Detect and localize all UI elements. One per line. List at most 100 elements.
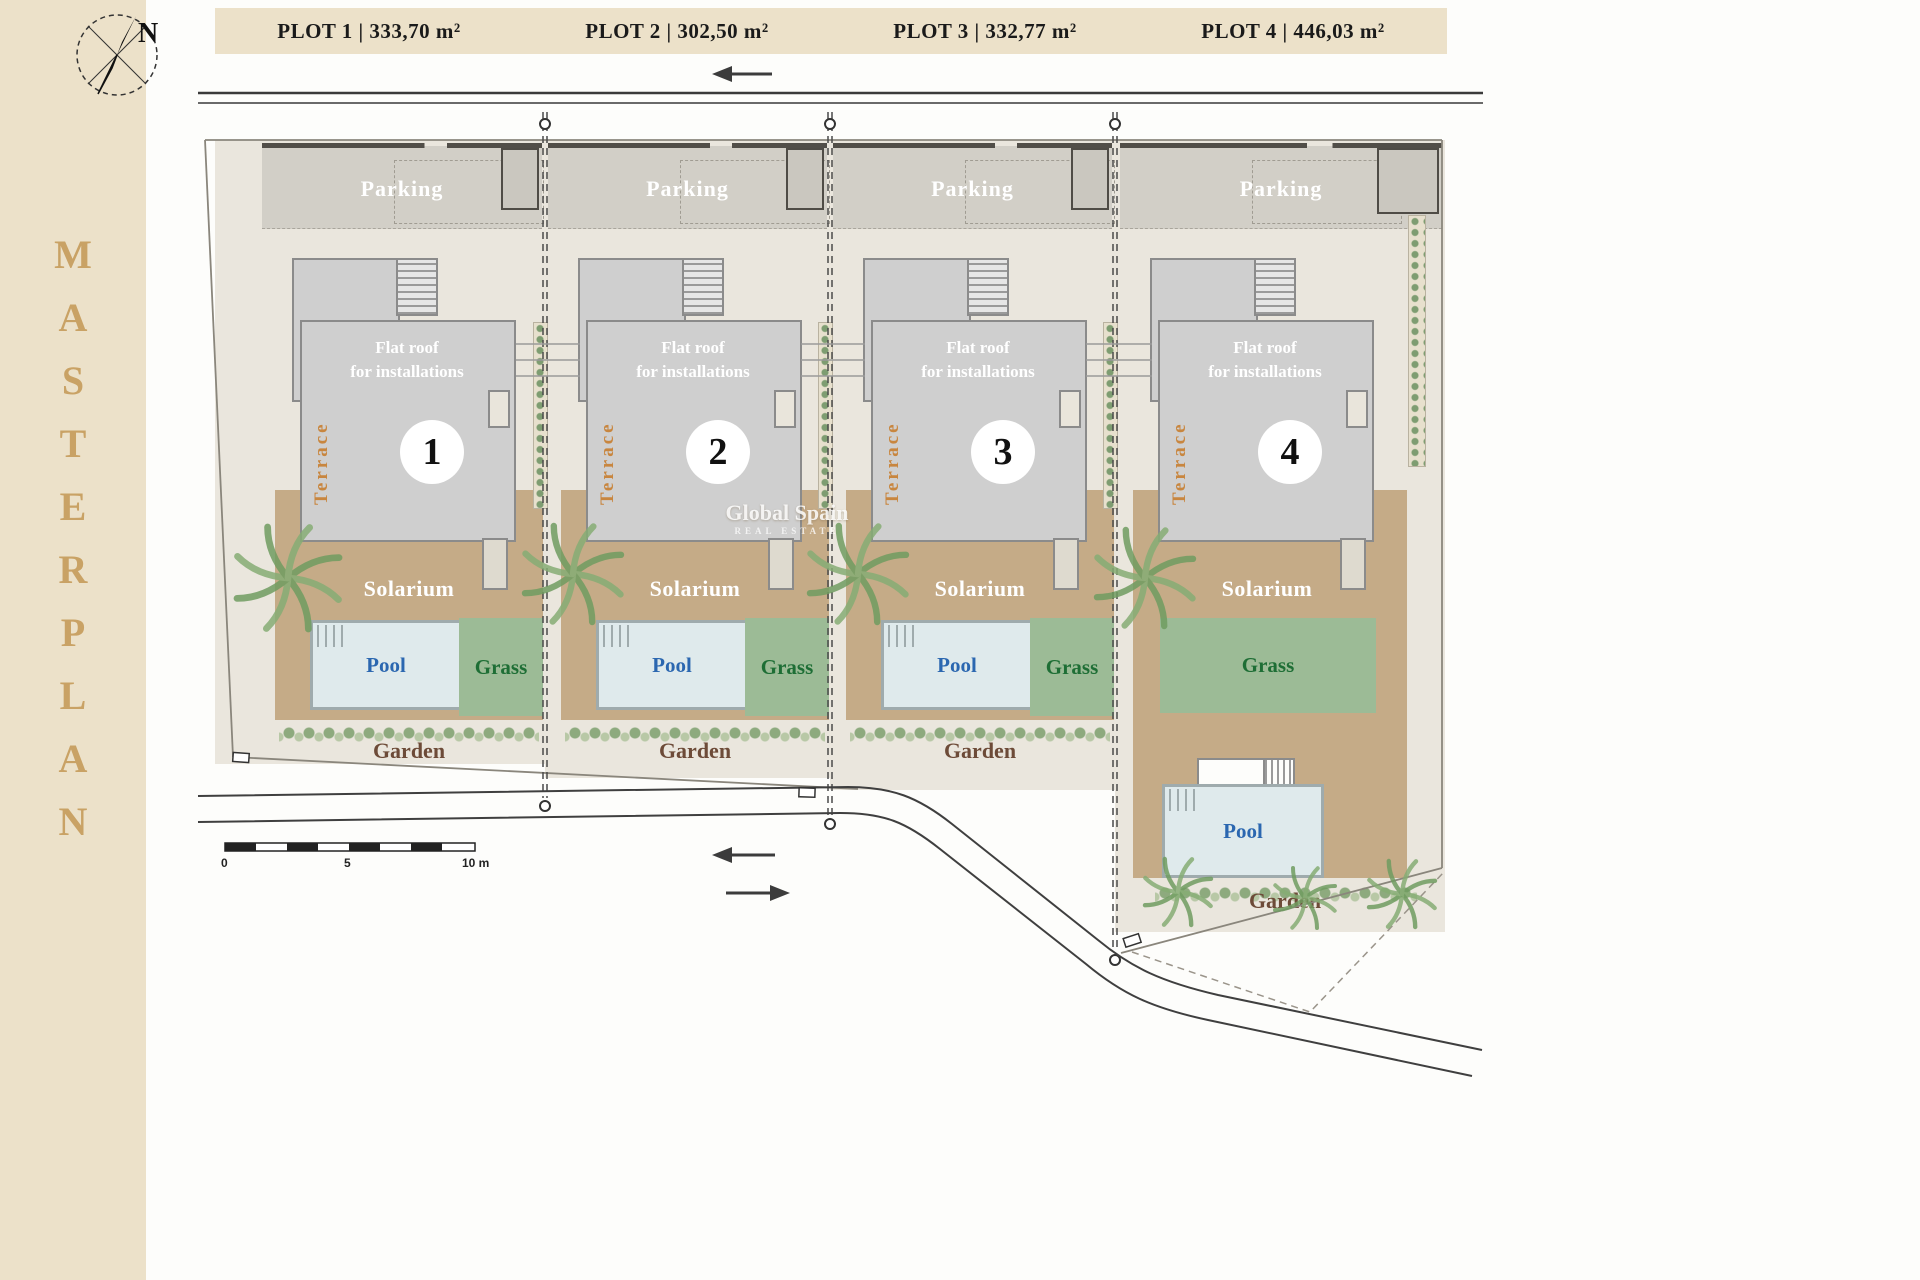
pool-steps <box>888 625 914 647</box>
pool-label: Pool <box>1223 818 1263 843</box>
flat-roof-line1: Flat roof <box>661 338 725 357</box>
watermark: Global Spain REAL ESTATE <box>652 500 922 536</box>
compass-north-label: N <box>138 18 159 49</box>
flat-roof-line1: Flat roof <box>1233 338 1297 357</box>
parking-area <box>262 146 542 229</box>
grass-label: Grass <box>474 654 528 679</box>
building-vent <box>774 390 796 428</box>
grass-area: Grass <box>1030 618 1114 716</box>
pool-area: Pool <box>1162 784 1324 878</box>
solarium-label: Solarium <box>363 576 455 601</box>
watermark-line2: REAL ESTATE <box>734 526 840 536</box>
top-road <box>198 91 1483 104</box>
flat-roof-label: Flat roof for installations <box>590 336 796 384</box>
pool-area: Pool <box>310 620 462 710</box>
plot-number-badge: 4 <box>1258 420 1322 484</box>
boundary-wall <box>262 143 542 148</box>
terrace-label: Terrace <box>597 421 618 505</box>
plot-4: Parking Flat roof for installations Terr… <box>1115 140 1445 932</box>
parking-space-outline <box>680 160 830 224</box>
building-annex <box>1340 538 1366 590</box>
plot-header-bar: PLOT 1 | 333,70 m² PLOT 2 | 302,50 m² PL… <box>215 8 1447 54</box>
parking-area <box>833 146 1112 229</box>
grass-label: Grass <box>1045 654 1099 679</box>
hedge-strip <box>818 322 833 509</box>
pool-label: Pool <box>937 652 977 677</box>
flat-roof-label: Flat roof for installations <box>875 336 1081 384</box>
garden-label: Garden <box>372 738 446 763</box>
garden-plants-row <box>279 722 539 744</box>
parking-label: Parking <box>360 176 444 201</box>
flat-roof-label: Flat roof for installations <box>1162 336 1368 384</box>
solarium-label: Solarium <box>1221 576 1313 601</box>
building-stairs <box>1254 258 1296 316</box>
grass-area: Grass <box>745 618 829 716</box>
plot-3: Parking Flat roof for installations Terr… <box>830 140 1115 790</box>
building-annex <box>482 538 508 590</box>
building-annex <box>768 538 794 590</box>
building-vent <box>488 390 510 428</box>
grass-area: Grass <box>459 618 543 716</box>
hedge-strip <box>1408 215 1426 467</box>
hedge-strip <box>533 322 548 509</box>
grass-area: Grass <box>1160 618 1376 713</box>
utility-structure <box>1071 148 1109 210</box>
garden-plants-row <box>850 722 1110 744</box>
watermark-line1: Global Spain <box>725 500 849 525</box>
flat-roof-line2: for installations <box>350 361 464 381</box>
grass-label: Grass <box>1241 653 1295 677</box>
plot4-header-label: PLOT 4 | 446,03 m² <box>1201 18 1385 43</box>
masterplan-title: MASTERPLAN <box>50 232 96 862</box>
pool-label: Pool <box>366 652 406 677</box>
garden-label: Garden <box>658 738 732 763</box>
pool-label: Pool <box>652 652 692 677</box>
scale-bar <box>224 842 476 852</box>
plot-1: Parking Flat roof for installations Terr… <box>215 140 545 764</box>
building-stairs <box>967 258 1009 316</box>
parking-label: Parking <box>1239 176 1323 201</box>
terrace-label: Terrace <box>1169 421 1190 505</box>
utility-structure <box>1377 148 1439 214</box>
boundary-wall <box>833 143 1112 148</box>
pool-area: Pool <box>596 620 748 710</box>
scale-label-end: 10 m <box>462 856 490 870</box>
flat-roof-label: Flat roof for installations <box>304 336 510 384</box>
garden-label: Garden <box>943 738 1017 763</box>
grass-label: Grass <box>760 654 814 679</box>
garden-label: Garden <box>1248 888 1322 913</box>
building-stairs <box>396 258 438 316</box>
pool-area: Pool <box>881 620 1033 710</box>
flat-roof-line2: for installations <box>1208 361 1322 381</box>
building-stairs <box>682 258 724 316</box>
plot2-header-label: PLOT 2 | 302,50 m² <box>585 18 769 43</box>
solarium-label: Solarium <box>649 576 741 601</box>
boundary-wall <box>548 143 827 148</box>
terrace-label: Terrace <box>311 421 332 505</box>
plot-number-badge: 2 <box>686 420 750 484</box>
scale-label-start: 0 <box>221 856 228 870</box>
plot-2: Parking Flat roof for installations Terr… <box>545 140 830 778</box>
utility-structure <box>786 148 824 210</box>
flat-roof-line2: for installations <box>921 361 1035 381</box>
solarium-label: Solarium <box>934 576 1026 601</box>
flat-roof-line2: for installations <box>636 361 750 381</box>
parking-area <box>548 146 827 229</box>
parking-label: Parking <box>646 176 729 201</box>
plot1-header-label: PLOT 1 | 333,70 m² <box>277 18 461 43</box>
plot-number-badge: 1 <box>400 420 464 484</box>
garden-plants-row <box>565 722 825 744</box>
flat-roof-line1: Flat roof <box>375 338 439 357</box>
building-vent <box>1059 390 1081 428</box>
building-annex <box>1053 538 1079 590</box>
parking-label: Parking <box>931 176 1014 201</box>
utility-structure <box>501 148 539 210</box>
flat-roof-line1: Flat roof <box>946 338 1010 357</box>
plot-number-badge: 3 <box>971 420 1035 484</box>
building-vent <box>1346 390 1368 428</box>
parking-space-outline <box>965 160 1115 224</box>
hedge-strip <box>1103 322 1118 509</box>
pool-deck-stairs <box>1263 758 1295 788</box>
plot3-header-label: PLOT 3 | 332,77 m² <box>893 18 1077 43</box>
pool-steps <box>603 625 629 647</box>
